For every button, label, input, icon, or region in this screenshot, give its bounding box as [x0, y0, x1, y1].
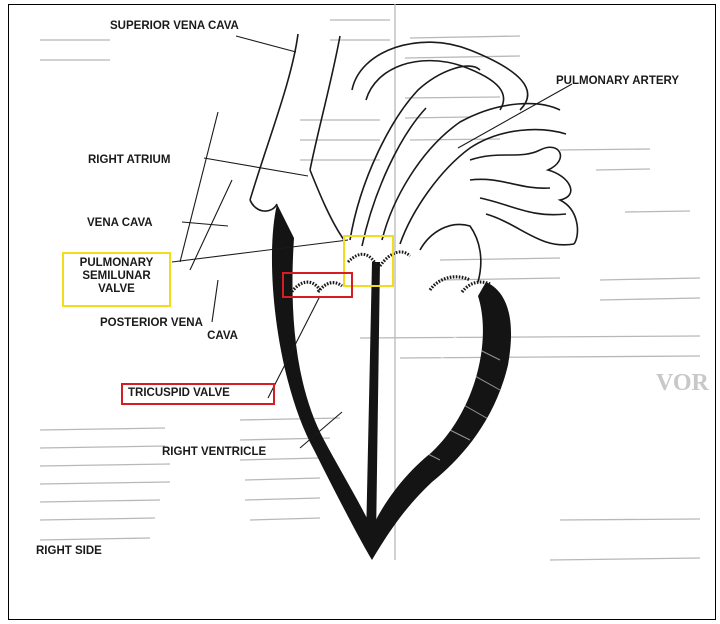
right-atrium-outline	[250, 200, 277, 211]
svg-text:VOR: VOR	[656, 370, 710, 396]
label-pulmonary-semilunar-valve-line2: SEMILUNAR	[65, 270, 168, 283]
septum	[366, 262, 380, 540]
label-tricuspid-valve: TRICUSPID VALVE	[128, 387, 230, 400]
label-pulmonary-semilunar-valve: PULMONARY SEMILUNAR VALVE	[65, 257, 168, 297]
label-right-side: RIGHT SIDE	[36, 545, 102, 558]
label-superior-vena-cava: SUPERIOR VENA CAVA	[110, 20, 239, 33]
superior-vena-cava-vessel	[250, 34, 298, 200]
tricuspid-valve-highlight	[282, 272, 353, 298]
label-right-ventricle: RIGHT VENTRICLE	[162, 446, 266, 459]
aortic-arch	[352, 42, 528, 110]
label-right-atrium: RIGHT ATRIUM	[88, 154, 170, 167]
left-atrium	[420, 224, 481, 282]
label-vena-cava: VENA CAVA	[87, 217, 153, 230]
label-posterior-vena-cava: POSTERIOR VENA CAVA	[100, 317, 260, 343]
label-posterior-vena-cava-line2: CAVA	[100, 330, 260, 343]
pulmonary-veins	[470, 150, 574, 245]
label-pulmonary-semilunar-valve-line1: PULMONARY	[65, 257, 168, 270]
label-pulmonary-artery: PULMONARY ARTERY	[556, 75, 679, 88]
label-posterior-vena-cava-line1: POSTERIOR VENA	[100, 317, 260, 330]
label-pulmonary-semilunar-valve-line3: VALVE	[65, 283, 168, 296]
